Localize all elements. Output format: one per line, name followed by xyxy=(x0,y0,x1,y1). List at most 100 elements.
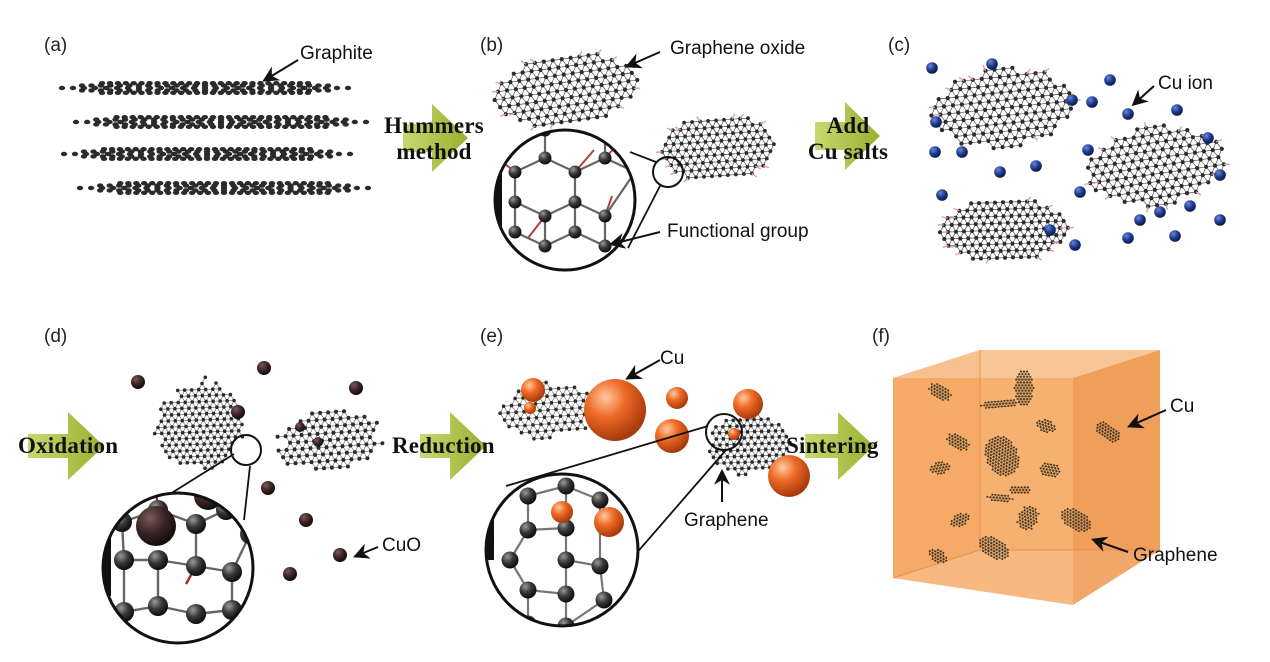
carbon-atom xyxy=(538,151,552,165)
step-arrow-add-cu xyxy=(815,102,880,170)
cuo-pointer-arrow xyxy=(353,543,379,559)
cuo-particle xyxy=(283,567,297,581)
cu-ion xyxy=(1082,144,1094,156)
graphite-layers xyxy=(58,81,372,195)
cu-particle xyxy=(551,501,573,523)
cu-ion xyxy=(1074,186,1086,198)
cu-particle xyxy=(666,387,688,409)
cuo-particle xyxy=(299,513,313,527)
cu-particle xyxy=(768,455,810,497)
graphene-flake xyxy=(1013,370,1035,406)
cu-particle xyxy=(728,428,740,440)
cu-ion xyxy=(956,146,968,158)
graphene-flake-label: Graphene xyxy=(1133,545,1218,566)
zoom-link-line xyxy=(633,449,727,557)
cu-label: Cu xyxy=(660,348,685,369)
carbon-atom xyxy=(538,239,552,253)
step-label-add-cu: Add Cu salts xyxy=(798,113,898,165)
graphene-flake xyxy=(986,493,1014,503)
step-label-add-cu-line1: Add xyxy=(826,113,870,138)
cu-ion xyxy=(1122,232,1134,244)
graphene-flake xyxy=(945,433,971,451)
cuo-particle xyxy=(131,375,145,389)
cu-ion xyxy=(936,189,948,201)
cu-ion xyxy=(929,146,941,158)
carbon-atom xyxy=(568,195,582,209)
cu-ion-mixture xyxy=(926,58,1230,264)
cu-graphene-composite-cube xyxy=(892,350,1160,605)
cu-ion xyxy=(1030,160,1042,172)
carbon-atom xyxy=(557,477,575,495)
cu-ion-pointer-arrow xyxy=(1131,85,1155,107)
step-label-oxidation: Oxidation xyxy=(18,433,119,458)
panel-label-a: (a) xyxy=(44,35,68,56)
carbon-atom xyxy=(557,551,575,569)
step-label-hummers-line2: method xyxy=(396,139,472,164)
step-label-hummers: Hummers method xyxy=(376,113,492,165)
functional-group-pointer-arrow xyxy=(608,231,661,249)
graphene-oxide-sheet xyxy=(929,64,1081,151)
cu-ion xyxy=(1086,96,1098,108)
embedded-graphene-flakes xyxy=(928,370,1120,564)
graphite-label: Graphite xyxy=(300,43,373,64)
zoom-link-line xyxy=(243,465,251,521)
cuo-particle xyxy=(261,481,275,495)
graphene-flake xyxy=(928,548,948,564)
cuo-particle xyxy=(333,548,347,562)
cu-particle xyxy=(733,389,763,419)
graphene-flake-pointer-arrow xyxy=(1090,536,1129,553)
cu-ion xyxy=(994,166,1006,178)
graphene-flake xyxy=(984,435,1020,477)
graphite-layer xyxy=(58,81,352,96)
cu-particle xyxy=(584,379,646,441)
carbon-atom xyxy=(538,209,552,223)
step-label-reduction: Reduction xyxy=(392,433,495,458)
carbon-atom xyxy=(598,209,612,223)
carbon-atom xyxy=(557,519,575,537)
cu-particle xyxy=(594,507,624,537)
graphite-layer xyxy=(60,147,354,161)
graphite-pointer-arrow xyxy=(262,59,299,82)
cu-particle xyxy=(521,378,545,402)
graphene-flake xyxy=(1009,486,1031,494)
carbon-atom xyxy=(148,550,168,570)
zoom-source-circle-d xyxy=(230,434,262,466)
cu-pointer-arrow xyxy=(625,359,661,380)
cuo-graphene-mixture xyxy=(131,361,385,581)
carbon-atom xyxy=(186,514,206,534)
graphene-sheet xyxy=(275,409,385,471)
graphene-label: Graphene xyxy=(684,510,769,531)
zoom-circle-b xyxy=(493,128,637,272)
cuo-particle xyxy=(313,437,323,447)
graphene-flake xyxy=(980,399,1020,409)
zoom-link-line xyxy=(169,453,235,495)
graphene-flake xyxy=(1036,418,1056,434)
carbon-atom xyxy=(240,524,253,544)
cuo-particle xyxy=(136,506,176,546)
carbon-atom xyxy=(148,596,168,616)
carbon-atom xyxy=(598,239,612,253)
cuo-particle xyxy=(349,381,363,395)
graphite-layer xyxy=(76,181,372,195)
carbon-atom xyxy=(591,557,609,575)
cu-graphene-mixture xyxy=(498,378,810,497)
panel-label-e: (e) xyxy=(480,326,504,347)
panel-label-c: (c) xyxy=(888,35,911,56)
cu-ion-label: Cu ion xyxy=(1158,73,1213,94)
step-arrow-sintering xyxy=(805,412,874,480)
cu-ion xyxy=(986,58,998,70)
cuo-label: CuO xyxy=(382,535,422,556)
step-arrow-reduction xyxy=(420,412,486,480)
carbon-atom xyxy=(591,491,609,509)
cu-ion xyxy=(1122,108,1134,120)
carbon-atom xyxy=(519,581,537,599)
cu-matrix-label: Cu xyxy=(1170,396,1195,417)
step-arrow-oxidation xyxy=(28,412,104,480)
graphene-flake xyxy=(979,535,1009,561)
graphene-oxide-label: Graphene oxide xyxy=(670,38,806,59)
zoom-link-line xyxy=(629,151,657,163)
graphene-oxide-sheet xyxy=(492,49,640,131)
carbon-atom xyxy=(508,195,522,209)
panel-label-d: (d) xyxy=(44,326,68,347)
carbon-atom xyxy=(508,165,522,179)
